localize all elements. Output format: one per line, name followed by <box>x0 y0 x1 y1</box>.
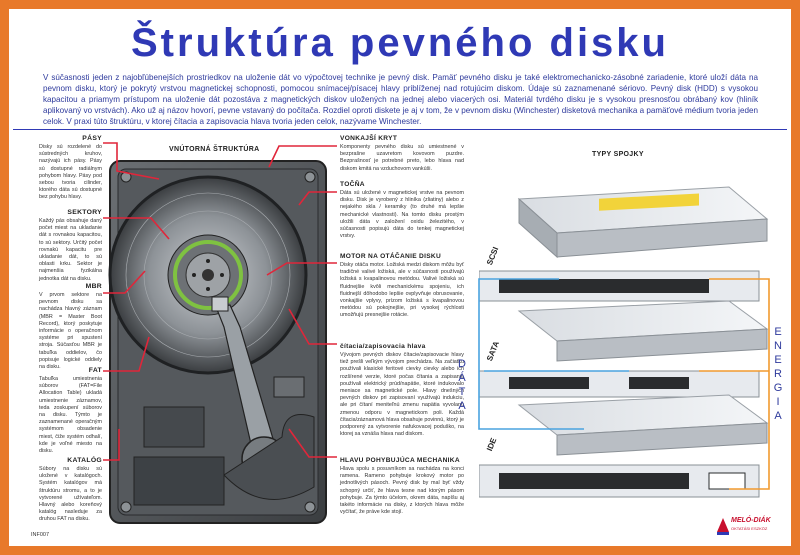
page-title: Štruktúra pevného disku <box>131 21 669 65</box>
section-katalog: KATALÓG Súbory na disku sú uložené v kat… <box>39 457 102 524</box>
connector-types-label: TYPY SPOJKY <box>592 151 644 158</box>
logo-icon <box>717 518 729 535</box>
section-heading: SEKTORY <box>67 209 102 216</box>
intro-text: V súčasnosti jeden z najobľúbenejších pr… <box>43 73 758 126</box>
section-text: Dáta sú uložené v magnetickej vrstve na … <box>340 190 464 240</box>
logo-text: MELÓ-DIÁK <box>731 517 771 524</box>
section-heading: PÁSY <box>82 135 102 142</box>
section-heading: FAT <box>88 367 102 374</box>
connector-lines <box>478 278 770 490</box>
section-text: Disky otáča motor. Ložiská medzi diskom … <box>340 262 464 319</box>
data-vertical-label: D Á T A <box>458 358 466 412</box>
section-heading: HLAVU POHYBUJÚCA MECHANIKA <box>340 457 460 464</box>
logo-subtext: OKTATÁSI ESZKÖZ <box>731 526 768 531</box>
section-heading: čítacia/zapisovacia hlava <box>340 343 426 350</box>
section-text: Tabuľka umiestnenia súborov (FAT=File Al… <box>39 376 102 455</box>
section-heading: MBR <box>85 283 102 290</box>
section-vonkajsi-kryt: VONKAJŠÍ KRYT Komponenty pevného disku s… <box>340 135 464 173</box>
section-text: Súbory na disku sú uložené v katalógoch.… <box>39 466 102 523</box>
section-text: Komponenty pevného disku sú umiestnené v… <box>340 144 464 172</box>
drive-stack <box>479 186 769 498</box>
divider <box>13 129 787 130</box>
section-text: Hlava spolu s posuvníkom sa nachádza na … <box>340 466 464 516</box>
section-text: Vývojom pevných diskov čítacie/zapisovac… <box>340 352 464 438</box>
section-heading: TOČŇA <box>340 181 365 188</box>
hdd-illustration <box>108 160 327 524</box>
poster: Štruktúra pevného disku V súčasnosti jed… <box>9 9 791 546</box>
callout-lines <box>103 142 337 461</box>
energy-vertical-label: E N E R G I A <box>773 326 783 422</box>
footer-code: INF007 <box>31 532 50 538</box>
section-motor: MOTOR NA OTÁČANIE DISKU Disky otáča moto… <box>340 253 464 320</box>
section-mbr: MBR V prvom sektore na pevnom disku sa n… <box>39 283 102 371</box>
section-pasy: PÁSY Disky sú rozdelené do sústredných k… <box>39 135 102 202</box>
section-mechanika: HLAVU POHYBUJÚCA MECHANIKA Hlava spolu s… <box>340 457 464 516</box>
section-text: Každý pás obsahuje daný počet miest na u… <box>39 218 102 282</box>
section-text: Disky sú rozdelené do sústredných kruhov… <box>39 144 102 201</box>
section-fat: FAT Tabuľka umiestnenia súborov (FAT=Fil… <box>39 367 102 455</box>
section-heading: KATALÓG <box>67 457 102 464</box>
section-heading: VONKAJŠÍ KRYT <box>340 135 398 142</box>
section-text: V prvom sektore na pevnom disku sa nachá… <box>39 292 102 371</box>
section-sektory: SEKTORY Každý pás obsahuje daný počet mi… <box>39 209 102 283</box>
inner-structure-label: VNÚTORNÁ ŠTRUKTÚRA <box>169 146 260 153</box>
section-hlava: čítacia/zapisovacia hlava Vývojom pevnýc… <box>340 343 464 438</box>
section-heading: MOTOR NA OTÁČANIE DISKU <box>340 253 442 260</box>
section-tocna: TOČŇA Dáta sú uložené v magnetickej vrst… <box>340 181 464 240</box>
publisher-logo: MELÓ-DIÁK OKTATÁSI ESZKÖZ <box>715 514 777 538</box>
